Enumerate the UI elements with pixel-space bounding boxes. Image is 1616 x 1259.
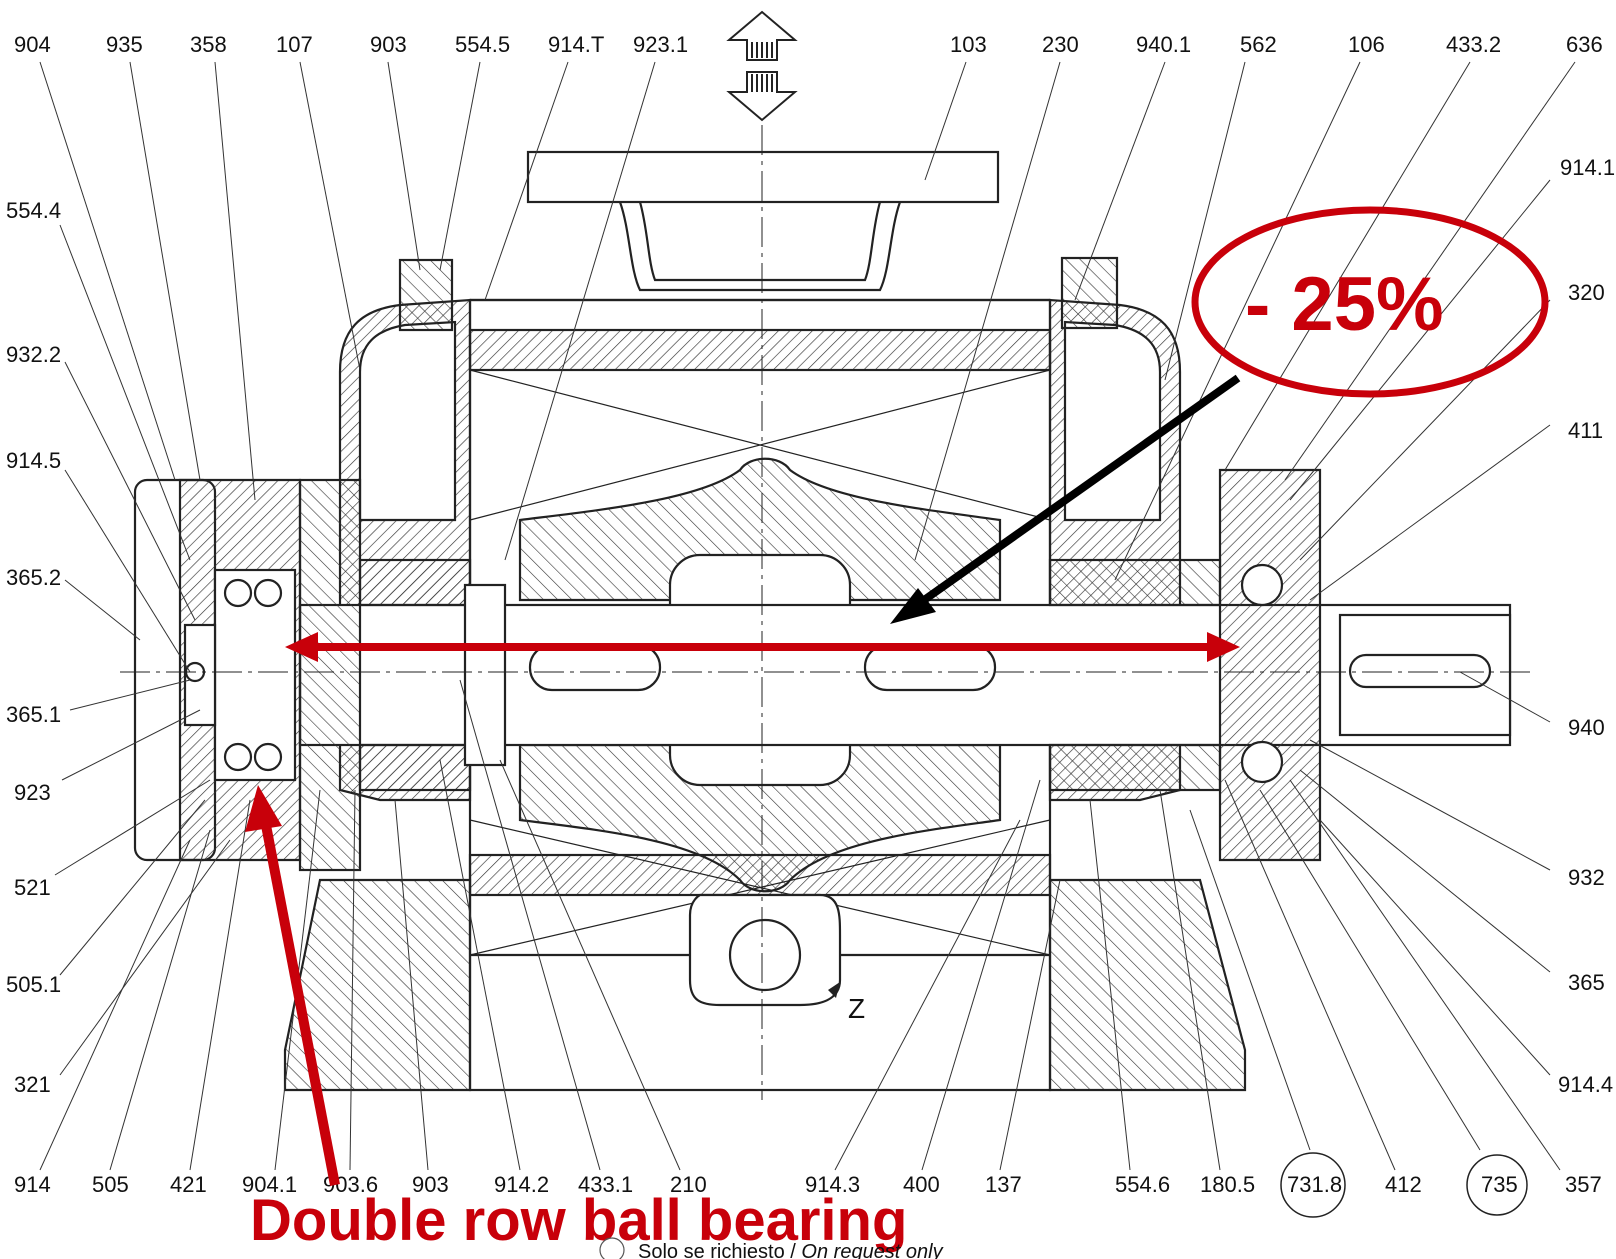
- part-label-321: 321: [14, 1072, 51, 1097]
- part-label-358: 358: [190, 32, 227, 57]
- footnote-italic: On request only: [801, 1241, 943, 1259]
- part-label-357: 357: [1565, 1172, 1602, 1197]
- top-part-labels: 904 935 358 107 903 554.5 914.T 923.1 10…: [14, 32, 1603, 57]
- leader-lines: [39, 61, 1576, 1171]
- part-label-562: 562: [1240, 32, 1277, 57]
- footnote-plain: Solo se richiesto /: [638, 1241, 801, 1259]
- part-label-904: 904: [14, 32, 51, 57]
- flow-direction-arrows: [726, 10, 798, 122]
- bottom-part-labels: 914 505 421 904.1 903.6 903 914.2 433.1 …: [14, 1152, 1602, 1218]
- right-part-labels: 914.1 320 411 940 932 365 914.4: [1558, 155, 1615, 1097]
- part-label-554-6: 554.6: [1115, 1172, 1170, 1197]
- part-label-914-4: 914.4: [1558, 1072, 1613, 1097]
- pointer-arrow-shaft: [907, 374, 1241, 614]
- pointer-arrow-head: [890, 588, 936, 624]
- part-label-914-1: 914.1: [1560, 155, 1615, 180]
- part-label-421: 421: [170, 1172, 207, 1197]
- z-mark: Z: [828, 982, 865, 1024]
- part-label-731-8: 731.8: [1287, 1172, 1342, 1197]
- part-label-914: 914: [14, 1172, 51, 1197]
- part-label-932-2: 932.2: [6, 342, 61, 367]
- bearing-arrow-line: [260, 819, 340, 1186]
- part-label-914-2: 914.2: [494, 1172, 549, 1197]
- part-label-914-3: 914.3: [805, 1172, 860, 1197]
- part-label-433-2: 433.2: [1446, 32, 1501, 57]
- part-label-636: 636: [1566, 32, 1603, 57]
- part-label-940-1: 940.1: [1136, 32, 1191, 57]
- part-label-914-t: 914.T: [548, 32, 604, 57]
- footnote: Solo se richiesto / On request only: [599, 1237, 944, 1259]
- circle-marker-735: [1466, 1154, 1528, 1216]
- part-label-505: 505: [92, 1172, 129, 1197]
- part-label-411: 411: [1568, 418, 1603, 443]
- part-label-940: 940: [1568, 715, 1605, 740]
- circle-marker-731-8: [1280, 1152, 1346, 1218]
- part-label-400: 400: [903, 1172, 940, 1197]
- span-arrow-right-head: [1207, 632, 1240, 662]
- part-label-365-1: 365.1: [6, 702, 61, 727]
- red-annotations: - 25% Double row ball bearing: [245, 206, 1549, 1253]
- part-label-903: 903: [370, 32, 407, 57]
- part-label-180-5: 180.5: [1200, 1172, 1255, 1197]
- part-label-904-1: 904.1: [242, 1172, 297, 1197]
- part-label-137: 137: [985, 1172, 1022, 1197]
- span-arrow-left-head: [285, 632, 318, 662]
- part-label-735: 735: [1481, 1172, 1518, 1197]
- part-label-505-1: 505.1: [6, 972, 61, 997]
- part-label-412: 412: [1385, 1172, 1422, 1197]
- part-label-554-5: 554.5: [455, 32, 510, 57]
- part-label-103: 103: [950, 32, 987, 57]
- left-part-labels: 554.4 932.2 914.5 365.2 365.1 923 521 50…: [6, 198, 61, 1097]
- part-label-210: 210: [670, 1172, 707, 1197]
- z-label: Z: [848, 993, 865, 1024]
- reduction-text: - 25%: [1245, 262, 1444, 347]
- part-label-935: 935: [106, 32, 143, 57]
- part-label-320: 320: [1568, 280, 1605, 305]
- part-label-521: 521: [14, 875, 51, 900]
- reduction-ellipse: [1191, 206, 1549, 398]
- part-label-932: 932: [1568, 865, 1605, 890]
- pump-body: [120, 125, 1530, 1100]
- bearing-arrow-head: [245, 785, 282, 832]
- part-label-923: 923: [14, 780, 51, 805]
- part-label-106: 106: [1348, 32, 1385, 57]
- part-label-365-2: 365.2: [6, 565, 61, 590]
- part-label-914-5: 914.5: [6, 448, 61, 473]
- part-label-230: 230: [1042, 32, 1079, 57]
- part-label-554-4: 554.4: [6, 198, 61, 223]
- part-label-923-1: 923.1: [633, 32, 688, 57]
- part-label-107: 107: [276, 32, 313, 57]
- footnote-text: Solo se richiesto / On request only: [638, 1241, 944, 1259]
- part-label-365: 365: [1568, 970, 1605, 995]
- bearing-callout-text: Double row ball bearing: [250, 1188, 907, 1253]
- part-label-903-b: 903: [412, 1172, 449, 1197]
- part-label-433-1: 433.1: [578, 1172, 633, 1197]
- footnote-circle-icon: [599, 1237, 625, 1259]
